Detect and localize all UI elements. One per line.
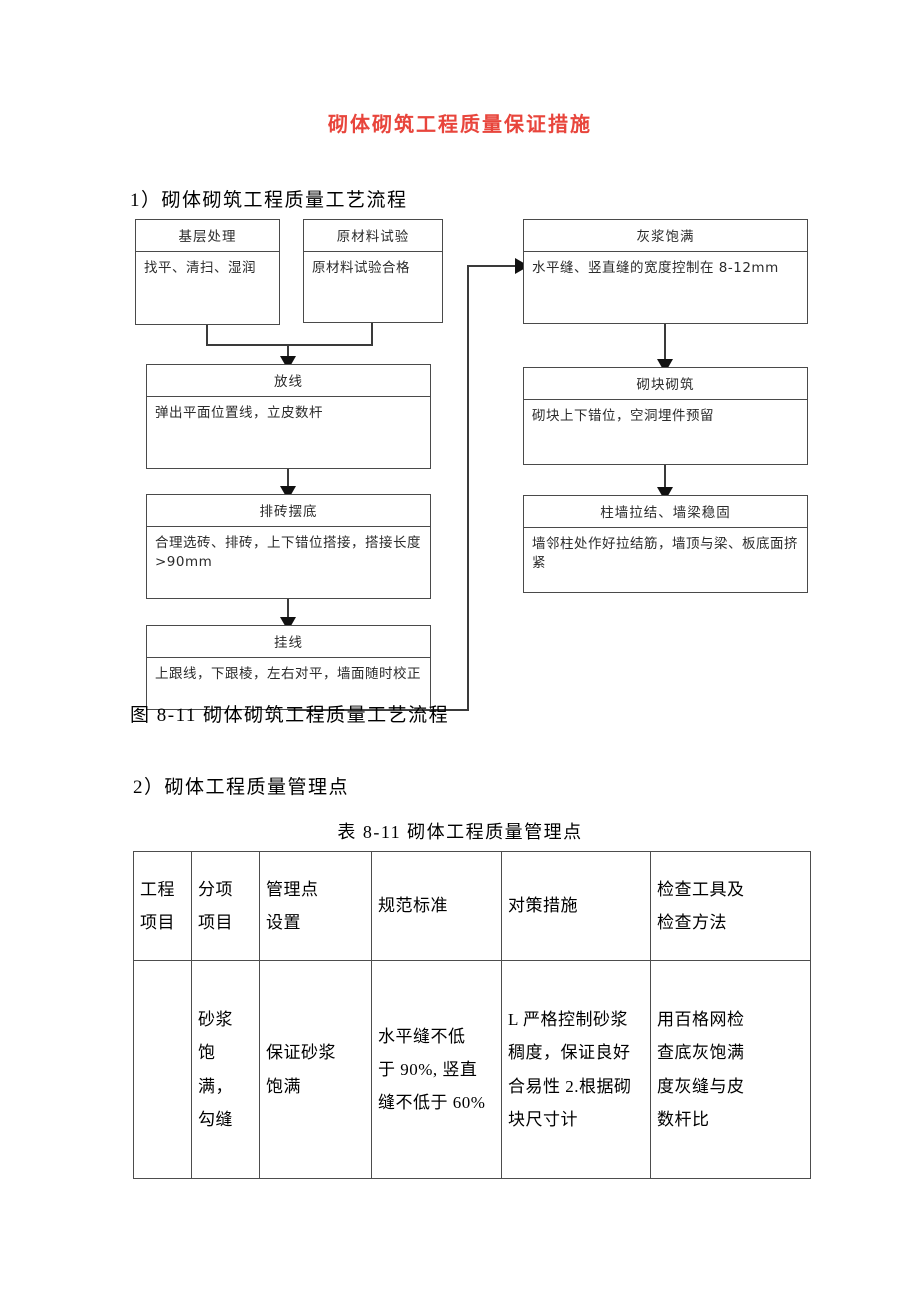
flow-node-arrange-title: 排砖摆底 bbox=[147, 495, 430, 527]
flow-node-mortar-body: 水平缝、竖直缝的宽度控制在 8-12mm bbox=[532, 260, 779, 276]
flow-node-base-title: 基层处理 bbox=[136, 220, 279, 252]
quality-control-table: 工程 项目 分项 项目 管理点 设置 规范标准 对策措施 检查工具及 检查方法 bbox=[133, 851, 811, 1179]
table-header-row: 工程 项目 分项 项目 管理点 设置 规范标准 对策措施 检查工具及 检查方法 bbox=[133, 851, 811, 961]
page-title: 砌体砌筑工程质量保证措施 bbox=[328, 112, 592, 136]
flow-node-arrange-body: 合理选砖、排砖，上下错位搭接，搭接长度>90mm bbox=[155, 535, 421, 570]
table-header-measures: 对策措施 bbox=[501, 851, 651, 961]
flow-node-block-title: 砌块砌筑 bbox=[524, 368, 807, 400]
table-header-inspection: 检查工具及 检查方法 bbox=[650, 851, 811, 961]
flow-node-tie: 柱墙拉结、墙梁稳固 墙邻柱处作好拉结筋，墙顶与梁、板底面挤紧 bbox=[523, 495, 808, 593]
flow-node-block-body: 砌块上下错位，空洞埋件预留 bbox=[532, 408, 714, 424]
table-header-subitem: 分项 项目 bbox=[191, 851, 260, 961]
flow-node-material-title: 原材料试验 bbox=[304, 220, 442, 252]
flow-node-arrange: 排砖摆底 合理选砖、排砖，上下错位搭接，搭接长度>90mm bbox=[146, 494, 431, 599]
flow-node-layout-body: 弹出平面位置线，立皮数杆 bbox=[155, 405, 323, 421]
table-header-project: 工程 项目 bbox=[133, 851, 192, 961]
table-cell-inspection: 用百格网检 查底灰饱满 度灰缝与皮 数杆比 bbox=[650, 960, 811, 1179]
table-cell-control-point: 保证砂浆 饱满 bbox=[259, 960, 372, 1179]
table-header-control-point: 管理点 设置 bbox=[259, 851, 372, 961]
flow-node-layout-title: 放线 bbox=[147, 365, 430, 397]
flow-node-line-title: 挂线 bbox=[147, 626, 430, 658]
table-caption: 表 8-11 砌体工程质量管理点 bbox=[337, 822, 583, 842]
flow-node-line-body: 上跟线，下跟棱，左右对平，墙面随时校正 bbox=[155, 666, 421, 682]
table-cell-standard: 水平缝不低 于 90%, 竖直 缝不低于 60% bbox=[371, 960, 502, 1179]
flow-node-layout: 放线 弹出平面位置线，立皮数杆 bbox=[146, 364, 431, 469]
flow-node-material: 原材料试验 原材料试验合格 bbox=[303, 219, 443, 323]
flow-node-base-body: 找平、清扫、湿润 bbox=[144, 260, 256, 276]
figure-caption: 图 8-11 砌体砌筑工程质量工艺流程 bbox=[130, 705, 450, 726]
table-cell-project bbox=[133, 960, 192, 1179]
section-heading-2: 2）砌体工程质量管理点 bbox=[133, 777, 350, 798]
flow-node-base: 基层处理 找平、清扫、湿润 bbox=[135, 219, 280, 325]
flow-node-tie-body: 墙邻柱处作好拉结筋，墙顶与梁、板底面挤紧 bbox=[532, 536, 798, 571]
section-heading-1: 1）砌体砌筑工程质量工艺流程 bbox=[130, 190, 408, 211]
flow-node-block: 砌块砌筑 砌块上下错位，空洞埋件预留 bbox=[523, 367, 808, 465]
flow-node-material-body: 原材料试验合格 bbox=[312, 260, 410, 276]
table-cell-measures: L 严格控制砂浆 稠度，保证良好 合易性 2.根据砌 块尺寸计 bbox=[501, 960, 651, 1179]
flow-node-mortar-title: 灰浆饱满 bbox=[524, 220, 807, 252]
flow-node-line: 挂线 上跟线，下跟棱，左右对平，墙面随时校正 bbox=[146, 625, 431, 710]
table-cell-subitem: 砂浆 饱 满， 勾缝 bbox=[191, 960, 260, 1179]
table-header-standard: 规范标准 bbox=[371, 851, 502, 961]
flow-node-tie-title: 柱墙拉结、墙梁稳固 bbox=[524, 496, 807, 528]
flow-node-mortar: 灰浆饱满 水平缝、竖直缝的宽度控制在 8-12mm bbox=[523, 219, 808, 324]
table-row: 砂浆 饱 满， 勾缝 保证砂浆 饱满 水平缝不低 于 90%, 竖直 缝不低于 … bbox=[133, 960, 811, 1179]
